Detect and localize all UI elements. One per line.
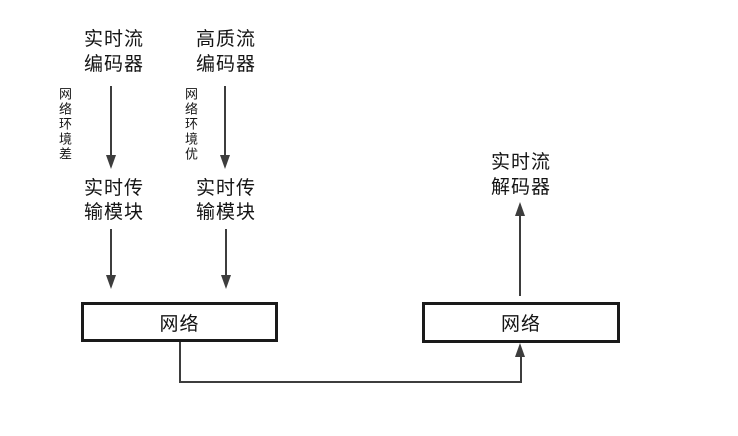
node-realtime-decoder: 实时流 解码器 <box>491 150 551 200</box>
node-label-line: 实时传 <box>83 178 145 199</box>
node-label-line: 高质流 <box>195 29 257 50</box>
arrow-shaft <box>110 86 112 157</box>
node-label-line: 编码器 <box>195 54 257 75</box>
network-box-label: 网络 <box>159 313 200 335</box>
arrow-shaft <box>225 229 227 277</box>
connector-horizontal <box>179 381 522 383</box>
node-realtime-transmitter-left: 实时传 输模块 <box>84 177 144 225</box>
arrowhead-up-icon <box>515 343 525 357</box>
node-label-line: 解码器 <box>490 177 552 198</box>
network-box-label: 网络 <box>500 314 541 335</box>
box-network-sender: 网络 <box>81 302 278 342</box>
node-label-line: 实时流 <box>83 29 145 50</box>
node-label-line: 实时传 <box>195 178 257 199</box>
connector-vertical-left <box>179 342 181 383</box>
node-label-line: 输模块 <box>83 202 145 223</box>
node-label-line: 输模块 <box>195 202 257 223</box>
arrow-encoder-to-transmitter-right <box>220 86 231 169</box>
arrowhead-down-icon <box>221 275 231 289</box>
edge-label-network-condition-bad: 网络环境差 <box>57 87 72 162</box>
arrow-shaft <box>519 214 521 296</box>
node-realtime-transmitter-right: 实时传 输模块 <box>196 177 256 225</box>
node-label-line: 实时流 <box>490 152 552 173</box>
arrowhead-down-icon <box>106 275 116 289</box>
box-network-receiver: 网络 <box>422 302 620 343</box>
arrowhead-down-icon <box>106 155 116 169</box>
arrow-transmitter-to-network-right <box>221 229 232 289</box>
arrowhead-down-icon <box>220 155 230 169</box>
arrow-encoder-to-transmitter-left <box>106 86 117 169</box>
connector-vertical-right <box>520 356 522 383</box>
arrow-transmitter-to-network-left <box>106 229 117 289</box>
arrowhead-up-icon <box>515 202 525 216</box>
node-high-quality-encoder: 高质流 编码器 <box>196 27 256 77</box>
arrow-shaft <box>224 86 226 157</box>
edge-label-network-condition-good: 网络环境优 <box>183 87 198 162</box>
node-realtime-encoder: 实时流 编码器 <box>84 27 144 77</box>
arrow-shaft <box>110 229 112 277</box>
node-label-line: 编码器 <box>83 54 145 75</box>
arrow-network-to-decoder <box>515 202 526 296</box>
